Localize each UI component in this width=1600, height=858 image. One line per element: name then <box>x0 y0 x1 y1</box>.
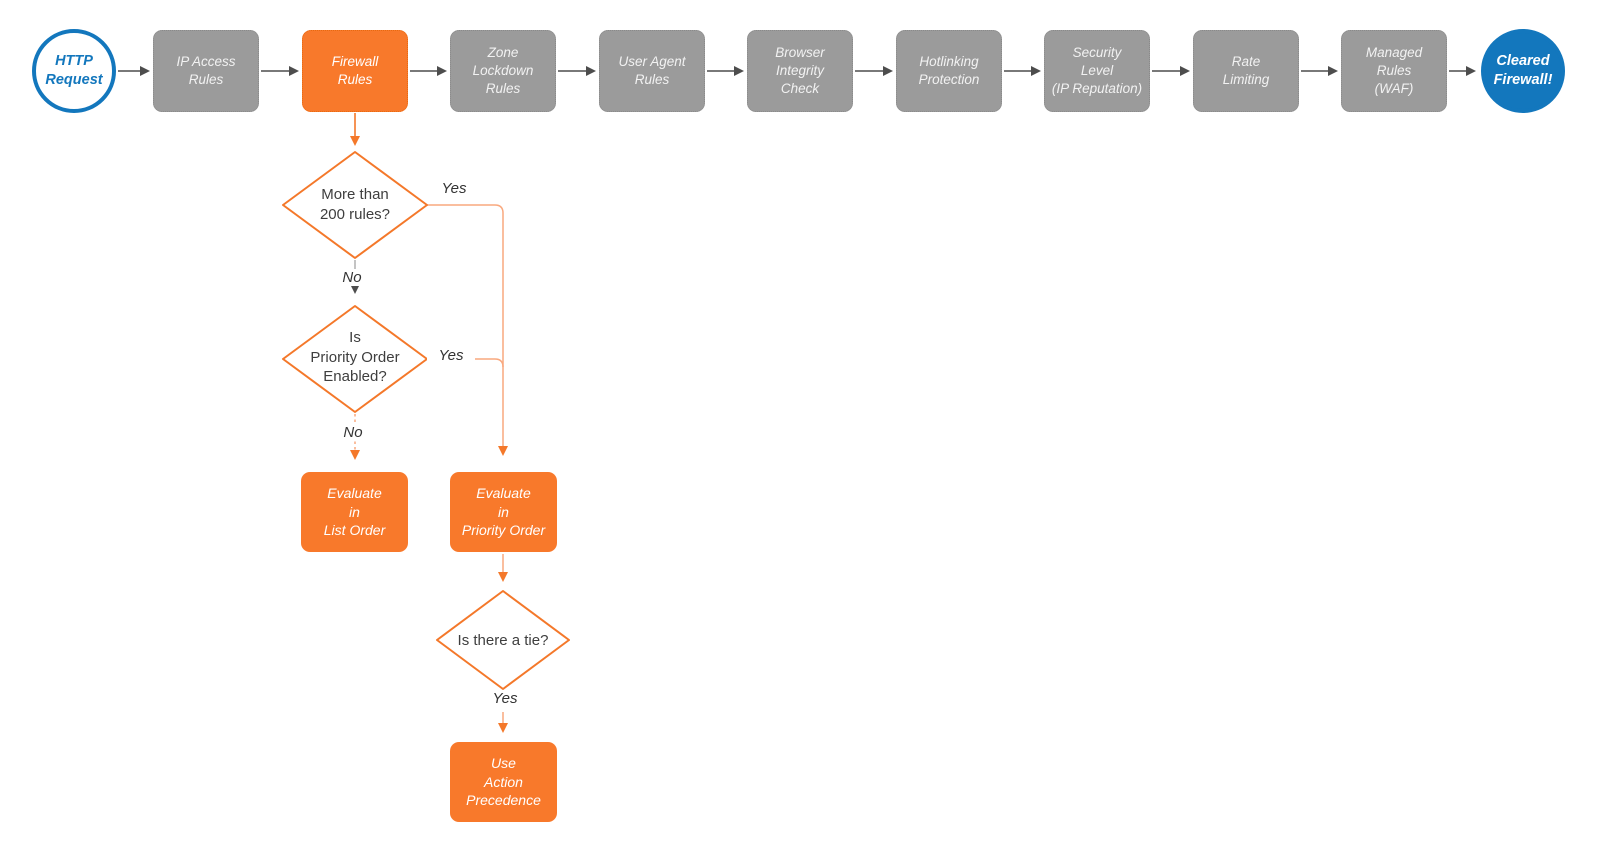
decision-rules-count-text: More than 200 rules? <box>319 186 391 223</box>
node-firewall-rules: Firewall Rules <box>302 30 408 112</box>
node-evaluate-priority-order-label: Evaluate in Priority Order <box>461 484 546 539</box>
node-browser-integrity-check: Browser Integrity Check <box>747 30 853 112</box>
connector-yes-rules-count <box>427 204 508 456</box>
node-use-action-precedence-label: Use Action Precedence <box>466 754 541 809</box>
node-firewall-rules-label: Firewall Rules <box>331 54 379 87</box>
node-browser-integrity-check-label: Browser Integrity Check <box>775 45 825 96</box>
node-cleared-firewall: Cleared Firewall! <box>1481 29 1565 113</box>
node-managed-rules-waf: Managed Rules (WAF) <box>1341 30 1447 112</box>
node-evaluate-list-order: Evaluate in List Order <box>301 472 408 552</box>
node-ip-access-rules-label: IP Access Rules <box>176 54 236 87</box>
node-rate-limiting-label: Rate Limiting <box>1222 54 1270 87</box>
node-user-agent-rules-label: User Agent Rules <box>618 54 686 87</box>
connector-yes-priority-enabled <box>427 358 504 368</box>
node-evaluate-priority-order: Evaluate in Priority Order <box>450 472 557 552</box>
edge-label-priority-enabled-no: No <box>331 424 375 441</box>
decision-rules-count-shape <box>282 151 428 259</box>
node-security-level-label: Security Level (IP Reputation) <box>1051 45 1143 96</box>
edge-label-rules-count-no: No <box>330 269 374 286</box>
decision-tie-text: Is there a tie? <box>457 632 549 649</box>
node-user-agent-rules: User Agent Rules <box>599 30 705 112</box>
edge-label-tie-yes: Yes <box>481 690 529 707</box>
node-cleared-firewall-label: Cleared Firewall! <box>1493 53 1553 88</box>
decision-tie-shape <box>436 590 570 690</box>
edge-label-priority-enabled-yes: Yes <box>427 347 475 364</box>
edge-label-rules-count-yes: Yes <box>430 180 478 197</box>
node-use-action-precedence: Use Action Precedence <box>450 742 557 822</box>
node-ip-access-rules: IP Access Rules <box>153 30 259 112</box>
node-http-request: HTTP Request <box>32 29 116 113</box>
node-zone-lockdown-rules-label: Zone Lockdown Rules <box>472 45 534 96</box>
node-zone-lockdown-rules: Zone Lockdown Rules <box>450 30 556 112</box>
node-rate-limiting: Rate Limiting <box>1193 30 1299 112</box>
decision-priority-enabled-text: Is Priority Order Enabled? <box>310 329 400 385</box>
node-hotlinking-protection: Hotlinking Protection <box>896 30 1002 112</box>
node-http-request-label: HTTP Request <box>45 53 103 88</box>
node-security-level: Security Level (IP Reputation) <box>1044 30 1150 112</box>
node-hotlinking-protection-label: Hotlinking Protection <box>918 54 980 87</box>
node-managed-rules-waf-label: Managed Rules (WAF) <box>1365 45 1423 96</box>
node-evaluate-list-order-label: Evaluate in List Order <box>323 484 386 539</box>
